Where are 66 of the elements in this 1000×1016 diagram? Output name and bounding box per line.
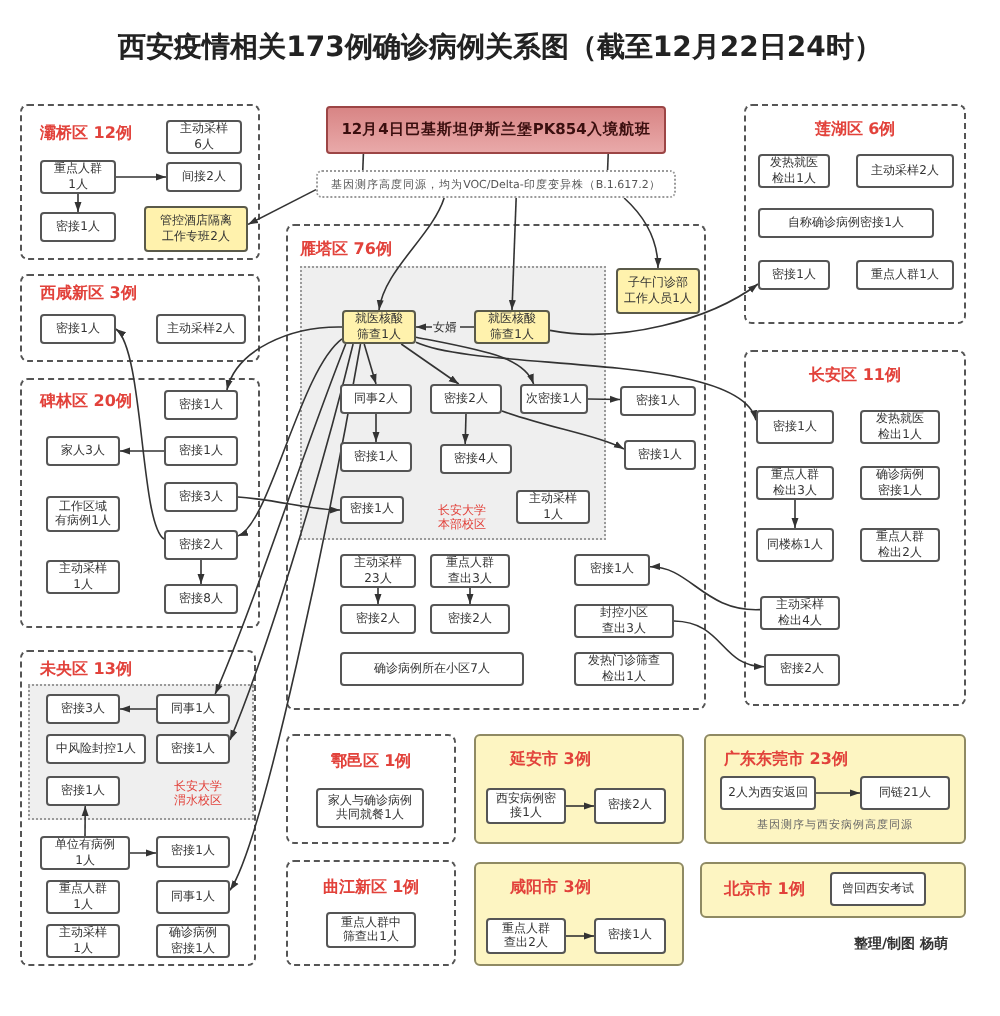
arrow — [129, 849, 157, 857]
arrow — [74, 193, 82, 213]
arrow — [415, 341, 757, 421]
region-title: 咸阳市 3例 — [510, 880, 591, 896]
connector-line — [606, 153, 609, 171]
arrow — [415, 336, 535, 385]
region-box — [474, 734, 684, 844]
region-box — [700, 862, 966, 918]
region-title: 雁塔区 76例 — [300, 242, 392, 258]
region-box — [20, 104, 260, 260]
connector-line — [362, 153, 365, 171]
arrow — [649, 564, 761, 611]
campus-area — [28, 684, 254, 820]
arrow — [197, 559, 205, 585]
arrow — [461, 413, 469, 445]
arrow — [363, 343, 377, 385]
arrow — [791, 499, 799, 529]
arrow — [466, 587, 474, 605]
region-title: 碑林区 20例 — [40, 394, 132, 410]
region-title: 莲湖区 6例 — [814, 122, 896, 138]
region-title: 长安区 11例 — [809, 368, 901, 384]
arrow — [374, 587, 382, 605]
arrow — [229, 343, 354, 741]
arrow — [549, 283, 759, 335]
region-box — [286, 224, 706, 710]
region-title: 曲江新区 1例 — [322, 880, 420, 896]
arrow — [508, 197, 517, 311]
arrow — [673, 620, 765, 670]
region-title: 灞桥区 12例 — [40, 126, 132, 142]
arrow — [372, 413, 380, 443]
region-box — [474, 862, 684, 966]
arrow — [214, 343, 347, 695]
region-box — [744, 350, 966, 706]
region-box — [744, 104, 966, 324]
arrow — [587, 395, 621, 403]
arrow — [623, 197, 662, 269]
region-title: 未央区 13例 — [40, 662, 132, 678]
campus-area — [300, 266, 606, 540]
arrow — [119, 705, 157, 713]
arrow — [237, 338, 343, 537]
title: 西安疫情相关173例确诊病例关系图（截至12月22日24时） — [118, 32, 882, 64]
region-title: 西咸新区 3例 — [40, 286, 137, 302]
region-title: 延安市 3例 — [510, 752, 591, 768]
arrow — [115, 328, 165, 540]
region-title: 鄠邑区 1例 — [330, 754, 412, 770]
arrow — [565, 932, 595, 940]
arrow — [565, 802, 595, 810]
region-box — [286, 734, 456, 844]
arrow — [119, 447, 165, 455]
arrow — [247, 188, 317, 226]
arrow — [400, 343, 460, 385]
region-box — [286, 860, 456, 966]
arrow — [237, 496, 341, 514]
region-box — [20, 650, 256, 966]
region-box — [704, 734, 966, 844]
arrow — [815, 789, 861, 797]
arrow — [501, 410, 625, 450]
region-title: 广东东莞市 23例 — [724, 752, 848, 768]
region-box — [20, 274, 260, 362]
arrow — [81, 805, 89, 837]
region-title: 北京市 1例 — [724, 882, 805, 898]
arrow — [377, 197, 445, 311]
arrow — [115, 173, 167, 181]
region-box — [20, 378, 260, 628]
arrow — [226, 326, 343, 391]
arrow — [229, 343, 362, 891]
